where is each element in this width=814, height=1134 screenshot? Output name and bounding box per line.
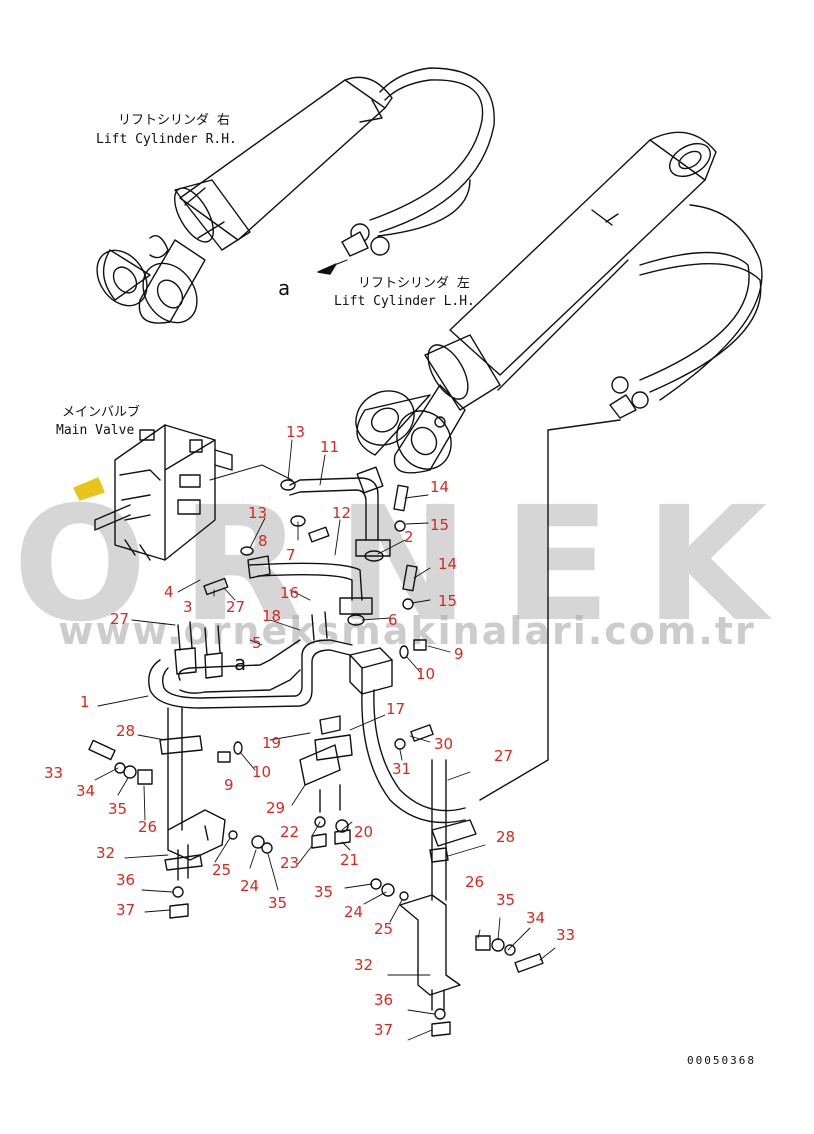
callout-21: 21 [340,851,359,869]
callout-26: 26 [138,818,157,836]
callout-26: 26 [465,873,484,891]
bracket-right-drawing [299,715,477,1037]
callout-4: 4 [164,583,174,601]
pipe-assembly-drawing [148,466,466,824]
callout-14: 14 [438,555,457,573]
callout-25: 25 [212,861,231,879]
callout-30: 30 [434,735,453,753]
callout-11: 11 [320,438,339,456]
callout-27: 27 [494,747,513,765]
label-view-a-mid: a [234,651,247,675]
callout-35: 35 [314,883,333,901]
callout-1: 1 [80,693,90,711]
label-lift-lh-en: Lift Cylinder L.H. [334,294,475,309]
callout-3: 3 [183,598,193,616]
label-lift-rh-en: Lift Cylinder R.H. [96,132,237,147]
callout-15: 15 [438,592,457,610]
callout-27: 27 [226,598,245,616]
callout-37: 37 [116,901,135,919]
lift-cylinder-rh-drawing [96,67,495,324]
callout-15: 15 [430,516,449,534]
callout-19: 19 [262,734,281,752]
callout-28: 28 [496,828,515,846]
callout-10: 10 [252,763,271,781]
callout-35: 35 [108,800,127,818]
document-number: 00050368 [687,1054,756,1067]
callout-17: 17 [386,700,405,718]
callout-34: 34 [526,909,545,927]
label-lift-rh-jp: リフトシリンダ 右 [118,113,230,128]
callout-32: 32 [96,844,115,862]
callout-5: 5 [252,634,262,652]
callout-7: 7 [286,546,296,564]
callout-9: 9 [454,645,464,663]
callout-24: 24 [344,903,363,921]
callout-9: 9 [224,776,234,794]
callout-36: 36 [374,991,393,1009]
callout-2: 2 [404,528,414,546]
callout-14: 14 [430,478,449,496]
label-main-valve-jp: メインバルブ [62,405,141,420]
callout-23: 23 [280,854,299,872]
callout-36: 36 [116,871,135,889]
callout-22: 22 [280,823,299,841]
callout-18: 18 [262,607,281,625]
callout-20: 20 [354,823,373,841]
callout-31: 31 [392,760,411,778]
label-view-a-top: a [278,276,291,300]
callout-28: 28 [116,722,135,740]
leader-lines [94,439,556,1041]
callout-16: 16 [280,584,299,602]
lift-cylinder-lh-drawing [355,131,763,801]
callout-34: 34 [76,782,95,800]
callout-6: 6 [388,611,398,629]
callout-37: 37 [374,1021,393,1039]
main-valve-drawing [73,424,293,561]
label-lift-lh-jp: リフトシリンダ 左 [358,276,470,291]
callout-24: 24 [240,877,259,895]
callout-27: 27 [110,610,129,628]
callout-33: 33 [556,926,575,944]
callout-13: 13 [248,504,267,522]
callout-13: 13 [286,423,305,441]
callout-35: 35 [268,894,287,912]
callout-32: 32 [354,956,373,974]
callout-12: 12 [332,504,351,522]
callout-33: 33 [44,764,63,782]
bracket-left-drawing [159,707,238,919]
callout-29: 29 [266,799,285,817]
label-main-valve-en: Main Valve [56,423,135,438]
callout-35: 35 [496,891,515,909]
callout-10: 10 [416,665,435,683]
callout-25: 25 [374,920,393,938]
callout-8: 8 [258,532,268,550]
